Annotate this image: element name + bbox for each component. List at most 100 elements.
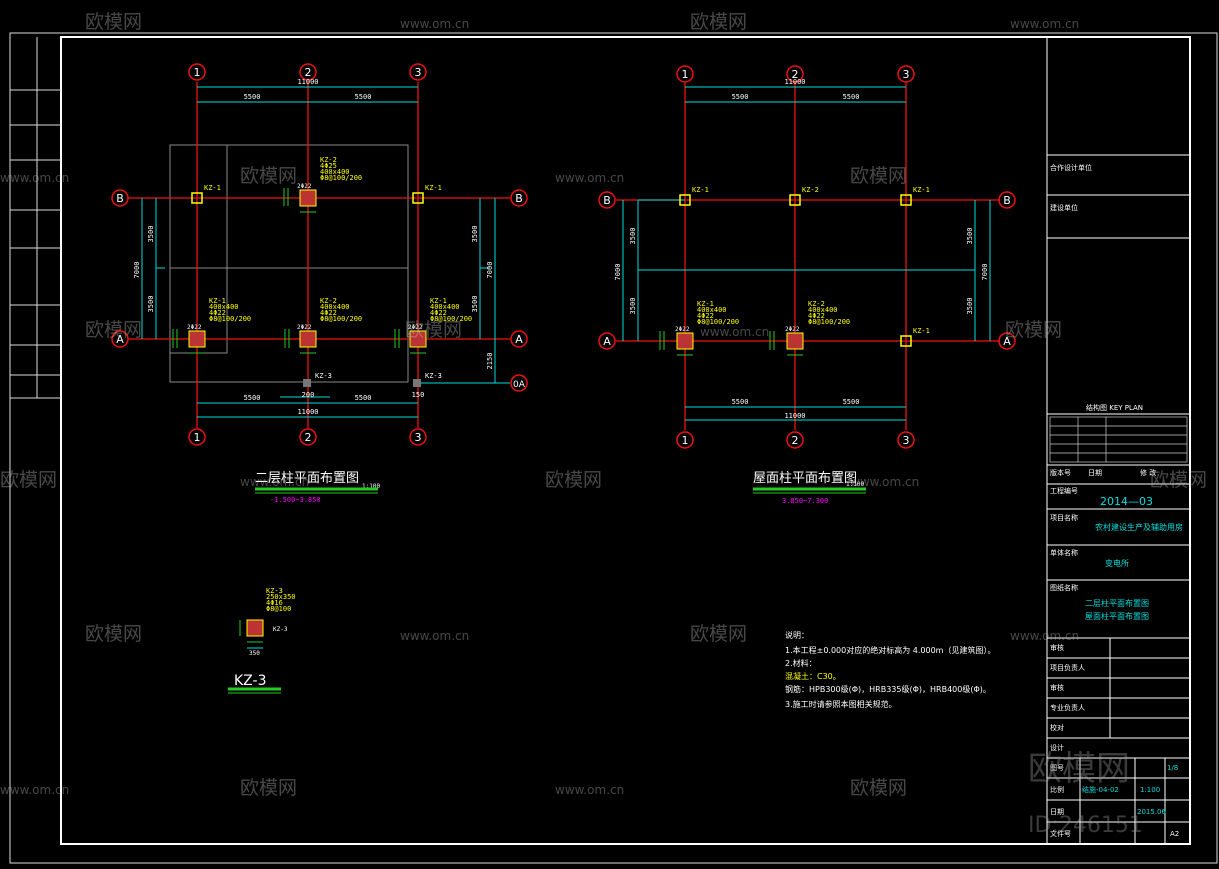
- tb-file-label: 文件号: [1050, 829, 1071, 838]
- plan1-elev: -1.500~3.850: [270, 496, 321, 504]
- p2-dim-total-bottom: 11000: [784, 412, 805, 420]
- tb-key-plan: 结构图 KEY PLAN: [1086, 403, 1143, 412]
- dim-half-1: 5500: [244, 93, 261, 101]
- plan-1: 1 2 3 1 2 3 B B A A 0A 11000 5500 5500 5…: [111, 63, 528, 504]
- p2-axis-3-bottom: 3: [903, 434, 910, 447]
- tb-role-5: 校对: [1050, 723, 1064, 732]
- plan2-rebar-marks: [659, 331, 803, 356]
- p2-axis-b-left: B: [603, 194, 611, 207]
- tb-partner: 合作设计单位: [1050, 163, 1092, 172]
- wm-brand-1: 欧模网: [85, 11, 142, 33]
- plan1-col-label-1: 2Φ22: [297, 183, 312, 190]
- p2-rebar-d3: Φ8@100/200: [697, 318, 739, 326]
- kz3-title: KZ-3: [234, 673, 266, 689]
- dim-kz3-a: 200: [302, 391, 315, 399]
- tb-project: 农村建设生产及辅助用房: [1095, 522, 1183, 532]
- p2-col-label-2: 2Φ22: [785, 326, 800, 333]
- dim-cant: 2150: [486, 353, 494, 370]
- plan1-rebar-d1: 400x400: [320, 303, 350, 311]
- p2-kz1-c: KZ-1: [913, 327, 930, 335]
- p2-axis-b-right: B: [1003, 194, 1011, 207]
- axis-a-right: A: [515, 333, 523, 346]
- p2-kz1-a: KZ-1: [692, 186, 709, 194]
- inner-frame: [60, 36, 1191, 845]
- tb-no-value: 结施-04-02: [1082, 785, 1119, 794]
- dim-half-3: 5500: [244, 394, 261, 402]
- plan1-rebar-a3: Φ8@100/200: [320, 174, 362, 182]
- plan1-col-label-4: 2Φ22: [408, 324, 423, 331]
- wm-brand-9: 欧模网: [545, 469, 602, 491]
- kz3-rebar-2: 4Φ16: [266, 599, 283, 607]
- plan1-rebar-e1: 400x400: [430, 303, 460, 311]
- plan1-kz3-b: KZ-3: [425, 372, 442, 380]
- p2-dim-half-2: 5500: [843, 93, 860, 101]
- kz3-label: KZ-3: [266, 587, 283, 595]
- plan1-rebar-d3: Φ8@100/200: [320, 315, 362, 323]
- wm-big-brand: 欧模网: [1028, 749, 1130, 789]
- p2-kz1-d: KZ-1: [697, 300, 714, 308]
- tb-job-no: 2014—03: [1100, 495, 1153, 508]
- kz3-detail: KZ-3 250x350 4Φ16 Φ8@100 350 KZ-3 KZ-3: [228, 587, 296, 694]
- p2-dim-bay-4: 3500: [966, 298, 974, 315]
- plan-2: 1 2 3 1 2 3 B B A A 11000 5500 5500 5500…: [598, 65, 1016, 505]
- p2-col-label-1: 2Φ22: [675, 326, 690, 333]
- dim-bay-1: 3500: [147, 226, 155, 243]
- wm-url-5: www.om.cn: [700, 325, 769, 339]
- p2-dim-total-top: 11000: [784, 78, 805, 86]
- plan1-rebar-c3: Φ8@100/200: [209, 315, 251, 323]
- wm-url-8: www.om.cn: [400, 629, 469, 643]
- notes-line-2: 2.材料：: [785, 658, 817, 668]
- p2-kz2-e: KZ-2: [808, 300, 825, 308]
- wm-brand-5: 欧模网: [85, 319, 142, 341]
- kz3-dim: 350: [249, 650, 260, 657]
- p2-dim-depth-left: 7000: [614, 264, 622, 281]
- p2-dim-half-1: 5500: [732, 93, 749, 101]
- axis-a-left: A: [116, 333, 124, 346]
- p2-axis-2-bottom: 2: [792, 434, 799, 447]
- tb-role-4: 专业负责人: [1050, 703, 1085, 712]
- wm-brand-6: 欧模网: [405, 319, 462, 341]
- p2-axis-1-bottom: 1: [682, 434, 689, 447]
- wm-url-1: www.om.cn: [400, 17, 469, 31]
- tb-job-label: 工程编号: [1050, 486, 1078, 495]
- wm-url-9: www.om.cn: [1010, 629, 1079, 643]
- tb-drawing-label: 图纸名称: [1050, 583, 1078, 592]
- axis-b-right: B: [515, 192, 523, 205]
- p2-rebar-e3: Φ8@100/200: [808, 318, 850, 326]
- wm-brand-7: 欧模网: [1005, 319, 1062, 341]
- plan1-rebar-d2: 4Φ22: [320, 309, 337, 317]
- plan1-kz1-e: KZ-1: [430, 297, 447, 305]
- wm-brand-10: 欧模网: [1150, 469, 1207, 491]
- plan1-rebar-c2: 4Φ22: [209, 309, 226, 317]
- p2-dim-half-4: 5500: [843, 398, 860, 406]
- tb-sub: 变电所: [1105, 558, 1129, 568]
- tb-no-label: 图号: [1050, 764, 1064, 772]
- wm-url-6: www.om.cn: [240, 475, 309, 489]
- tb-role-3: 审核: [1050, 683, 1064, 692]
- p2-rebar-d2: 4Φ22: [697, 312, 714, 320]
- p2-rebar-d1: 400x400: [697, 306, 727, 314]
- plan1-col-label-2: 2Φ22: [187, 324, 202, 331]
- dim-bay-3: 3500: [471, 226, 479, 243]
- tb-scale-value: 1:100: [1140, 786, 1160, 794]
- tb-sub-label: 单体名称: [1050, 548, 1078, 557]
- outer-frame: [9, 32, 1218, 864]
- dim-kz3-b: 150: [412, 391, 425, 399]
- plan1-kz2-b: KZ-2: [320, 297, 337, 305]
- plan1-rebar-a2: 400x400: [320, 168, 350, 176]
- plan1-kz3-a: KZ-3: [315, 372, 332, 380]
- axis-3-bottom: 3: [415, 431, 422, 444]
- tb-project-label: 项目名称: [1050, 513, 1078, 522]
- axis-0a: 0A: [513, 380, 526, 390]
- axis-1-top: 1: [194, 66, 201, 79]
- tb-date-label: 日期: [1050, 808, 1064, 816]
- plan1-columns: [188, 189, 427, 387]
- wm-url-10: www.om.cn: [0, 783, 69, 797]
- plan2-columns: [676, 194, 912, 350]
- dim-half-2: 5500: [355, 93, 372, 101]
- axis-3-top: 3: [415, 66, 422, 79]
- tb-size: A2: [1170, 830, 1179, 838]
- plan1-kz1-a: KZ-1: [204, 184, 221, 192]
- plan1-kz1-b: KZ-1: [425, 184, 442, 192]
